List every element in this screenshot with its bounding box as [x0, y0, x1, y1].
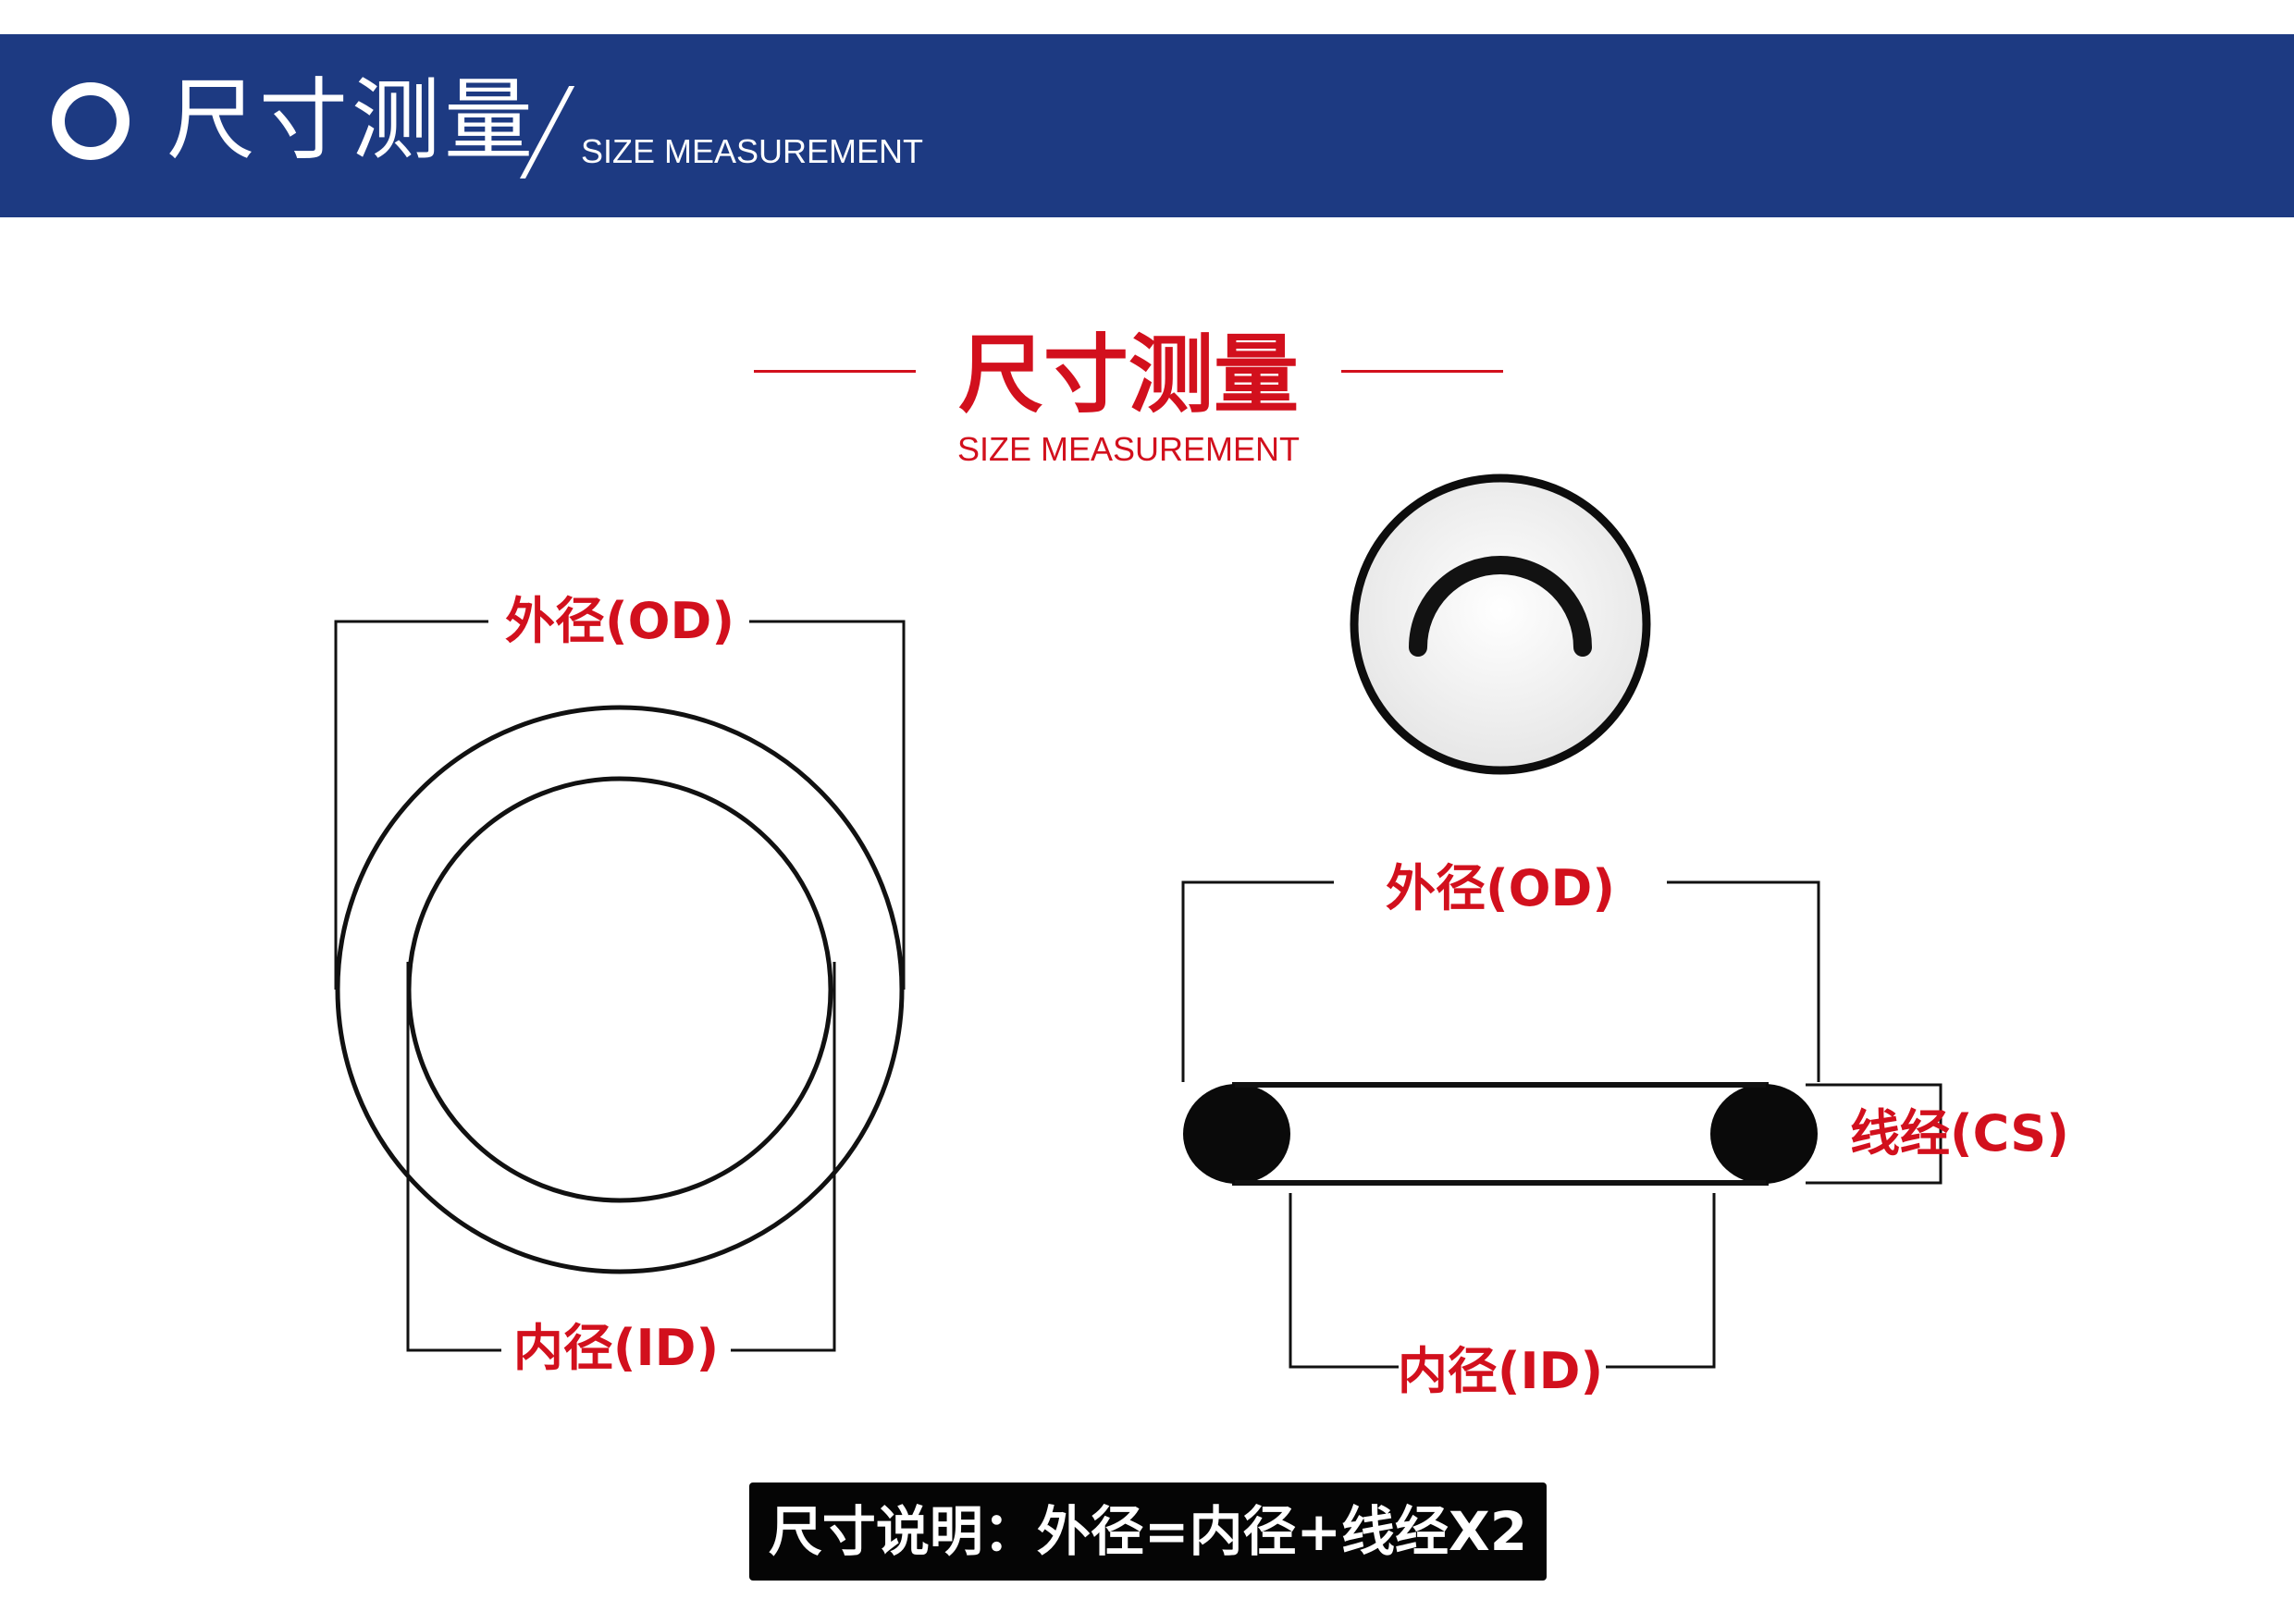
- header-banner: 尺寸测量 SIZE MEASUREMENT: [0, 34, 2294, 217]
- id-bracket-right-2: [1606, 1193, 1716, 1369]
- formula-text: 尺寸说明：外径=内径+线经X2: [768, 1500, 1528, 1563]
- od-bracket-right: [749, 620, 906, 990]
- formula-box: 尺寸说明：外径=内径+线经X2: [749, 1483, 1547, 1581]
- id-label-left: 内径(ID): [512, 1319, 720, 1377]
- title-rule-right: [1341, 370, 1503, 373]
- ring-top-view: [334, 620, 906, 1352]
- inner-circle: [406, 776, 833, 1203]
- id-bracket-left: [406, 962, 501, 1352]
- od-label-right: 外径(OD): [1385, 859, 1616, 917]
- cross-section-disc: [1350, 474, 1651, 775]
- od-label-left: 外径(OD): [504, 592, 735, 650]
- cs-bracket: [1806, 1083, 1942, 1185]
- id-label-right: 内径(ID): [1397, 1342, 1604, 1400]
- ring-side-view: [1181, 880, 1942, 1369]
- outer-circle: [335, 705, 905, 1274]
- section-subtitle: SIZE MEASUREMENT: [956, 430, 1301, 468]
- banner-title: 尺寸测量: [166, 68, 536, 172]
- id-bracket-left-2: [1289, 1193, 1399, 1369]
- title-rule-left: [754, 370, 916, 373]
- id-bracket-right: [731, 962, 836, 1352]
- cs-label: 线经(CS): [1850, 1104, 2069, 1163]
- section-title: 尺寸测量: [957, 326, 1299, 424]
- ring-section-right: [1710, 1084, 1818, 1184]
- od-bracket-right-2: [1667, 880, 1820, 1082]
- od-bracket-left: [334, 620, 488, 990]
- od-bracket-left-2: [1181, 880, 1334, 1082]
- cross-section-icon: [1409, 556, 1592, 657]
- ring-section-left: [1183, 1084, 1290, 1184]
- banner-subtitle: SIZE MEASUREMENT: [581, 132, 924, 170]
